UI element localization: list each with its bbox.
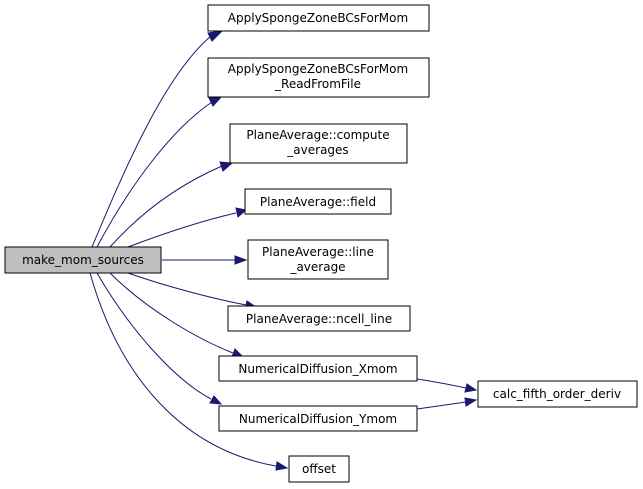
arrow-calc-from-xmom	[464, 383, 478, 393]
node-label-line-2: _averages	[286, 143, 348, 157]
edge-diffusion-ymom-to-calc	[416, 401, 467, 410]
edge-make-mom-sources-to-field	[127, 212, 237, 248]
node-apply-sponge-zone-bcs-for-mom-read-from-file[interactable]: ApplySpongeZoneBCsForMom _ReadFromFile	[207, 57, 430, 98]
node-plane-average-compute-averages[interactable]: PlaneAverage::compute _averages	[229, 123, 408, 164]
node-make-mom-sources[interactable]: make_mom_sources	[4, 246, 162, 274]
node-apply-sponge-zone-bcs-for-mom[interactable]: ApplySpongeZoneBCsForMom	[207, 4, 430, 32]
node-label: NumericalDiffusion_Ymom	[239, 412, 397, 426]
node-plane-average-field[interactable]: PlaneAverage::field	[244, 188, 392, 215]
nodes: make_mom_sources ApplySpongeZoneBCsForMo…	[4, 4, 638, 483]
edge-make-mom-sources-to-compute-averages	[109, 165, 223, 248]
node-label-line-2: _average	[289, 260, 345, 274]
node-plane-average-ncell-line[interactable]: PlaneAverage::ncell_line	[227, 305, 411, 332]
node-label: PlaneAverage::field	[260, 195, 376, 209]
arrow-compute-averages	[219, 161, 234, 172]
node-label-line-1: PlaneAverage::line	[262, 245, 374, 259]
edge-make-mom-sources-to-diffusion-xmom	[109, 272, 234, 354]
edge-diffusion-xmom-to-calc	[416, 378, 467, 389]
node-label: NumericalDiffusion_Xmom	[238, 362, 397, 376]
edge-make-mom-sources-to-ncell-line	[127, 272, 247, 306]
node-numerical-diffusion-ymom[interactable]: NumericalDiffusion_Ymom	[218, 405, 418, 432]
arrow-field	[235, 207, 248, 218]
node-numerical-diffusion-xmom[interactable]: NumericalDiffusion_Xmom	[218, 355, 418, 382]
arrow-sponge	[207, 30, 224, 42]
node-label-line-1: ApplySpongeZoneBCsForMom	[228, 62, 408, 76]
node-plane-average-line-average[interactable]: PlaneAverage::line _average	[247, 239, 389, 280]
edge-make-mom-sources-to-sponge	[91, 35, 212, 248]
node-label-line-1: PlaneAverage::compute	[246, 128, 389, 142]
edges	[89, 30, 478, 471]
node-label: ApplySpongeZoneBCsForMom	[228, 11, 408, 25]
node-calc-fifth-order-deriv[interactable]: calc_fifth_order_deriv	[477, 380, 638, 408]
node-label: calc_fifth_order_deriv	[493, 387, 621, 401]
edge-make-mom-sources-to-offset	[89, 272, 277, 467]
node-label: make_mom_sources	[22, 253, 144, 267]
arrow-line-average	[234, 255, 248, 265]
arrow-offset	[275, 461, 289, 471]
edge-make-mom-sources-to-diffusion-ymom	[96, 272, 212, 400]
arrow-diffusion-ymom	[209, 395, 223, 405]
edge-make-mom-sources-to-sponge-file	[96, 101, 213, 248]
node-label: PlaneAverage::ncell_line	[246, 312, 392, 326]
arrow-calc-from-ymom	[464, 397, 478, 407]
node-label-line-2: _ReadFromFile	[274, 77, 361, 91]
node-label: offset	[302, 462, 336, 476]
node-offset[interactable]: offset	[288, 455, 350, 483]
